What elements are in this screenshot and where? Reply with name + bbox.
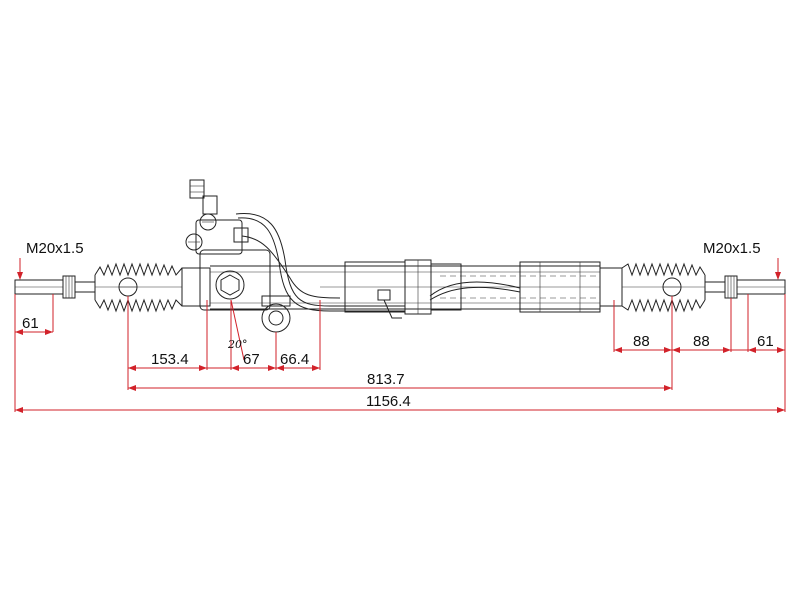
right-boot <box>599 262 706 313</box>
dim-88-a: 88 <box>633 333 650 350</box>
dimension-labels: M20x1.5 M20x1.5 61 153.4 67 66.4 20° 813… <box>22 240 774 410</box>
left-boot <box>94 262 211 313</box>
steering-rack-body <box>14 179 786 333</box>
dim-153-4: 153.4 <box>151 351 189 368</box>
dim-1156-4: 1156.4 <box>366 393 411 410</box>
dimension-lines <box>14 258 786 413</box>
rack-housing <box>210 259 601 315</box>
dim-67: 67 <box>243 351 260 368</box>
dim-813-7: 813.7 <box>367 371 405 388</box>
thread-label-right: M20x1.5 <box>703 240 761 257</box>
dim-61-left: 61 <box>22 315 39 332</box>
right-tie-rod <box>704 275 786 299</box>
dim-66-4: 66.4 <box>280 351 309 368</box>
thread-label-left: M20x1.5 <box>26 240 84 257</box>
angle-label: 20° <box>227 338 248 351</box>
dim-88-b: 88 <box>693 333 710 350</box>
dim-61-right: 61 <box>757 333 774 350</box>
left-tie-rod <box>14 275 96 299</box>
hydraulic-lines <box>235 213 521 319</box>
